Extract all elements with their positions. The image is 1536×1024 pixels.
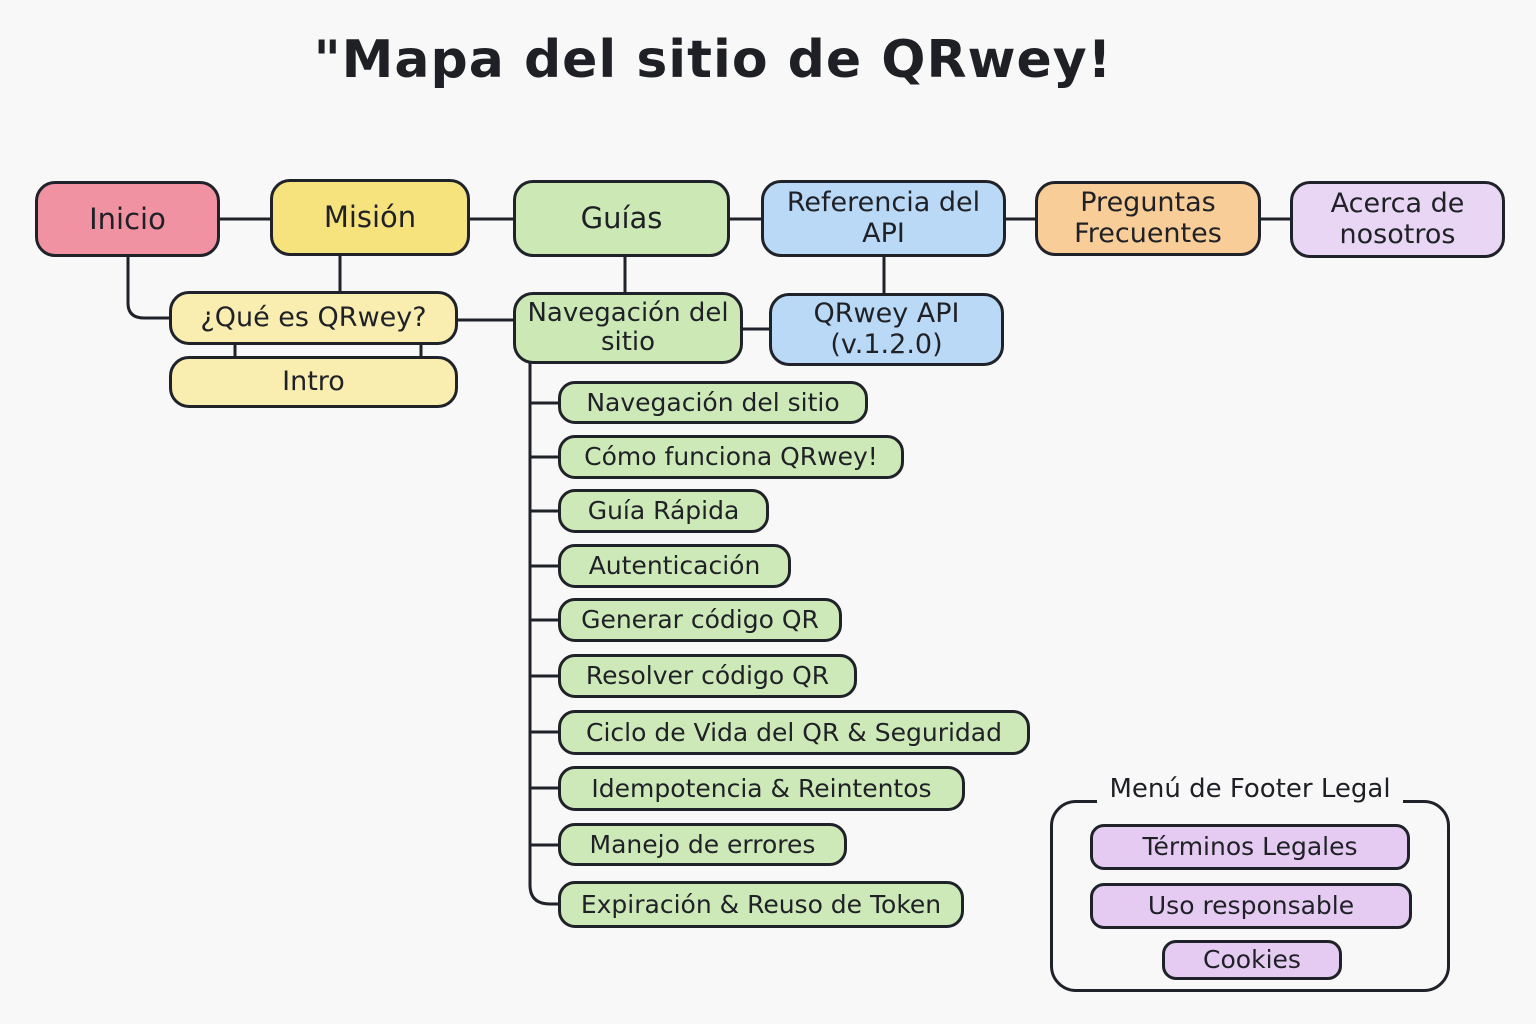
node-inicio: Inicio (35, 181, 220, 257)
node-intro: Intro (169, 356, 458, 408)
leaf-guia-rapida: Guía Rápida (558, 489, 769, 533)
page-title: "Mapa del sitio de QRwey! (313, 30, 1113, 90)
edge-trunk (528, 360, 562, 906)
leaf-navegacion-del-sitio: Navegación del sitio (558, 381, 868, 424)
leaf-expiracion-reuso-token: Expiración & Reuso de Token (558, 881, 964, 928)
edge-inicio-quees (126, 254, 173, 320)
leaf-ciclo-de-vida: Ciclo de Vida del QR & Seguridad (558, 710, 1030, 755)
leaf-autenticacion: Autenticación (558, 544, 791, 588)
node-navegacion-del-sitio: Navegación del sitio (513, 292, 743, 364)
footer-legal-title: Menú de Footer Legal (1050, 774, 1450, 804)
leaf-generar-codigo-qr: Generar código QR (558, 598, 842, 642)
node-preguntas-frecuentes: Preguntas Frecuentes (1035, 181, 1261, 256)
node-qrwey-api: QRwey API (v.1.2.0) (769, 293, 1004, 366)
node-acerca-de-nosotros: Acerca de nosotros (1290, 181, 1505, 258)
node-guias: Guías (513, 180, 730, 257)
legal-cookies: Cookies (1162, 940, 1342, 980)
node-que-es-qrwey: ¿Qué es QRwey? (169, 291, 458, 345)
leaf-resolver-codigo-qr: Resolver código QR (558, 654, 857, 698)
node-mision: Misión (270, 179, 470, 256)
leaf-como-funciona-qrwey: Cómo funciona QRwey! (558, 435, 904, 479)
legal-uso-responsable: Uso responsable (1090, 883, 1412, 929)
leaf-manejo-de-errores: Manejo de errores (558, 823, 847, 866)
node-referencia-api: Referencia del API (761, 180, 1006, 257)
legal-terminos-legales: Términos Legales (1090, 824, 1410, 870)
leaf-idempotencia-reintentos: Idempotencia & Reintentos (558, 766, 965, 811)
